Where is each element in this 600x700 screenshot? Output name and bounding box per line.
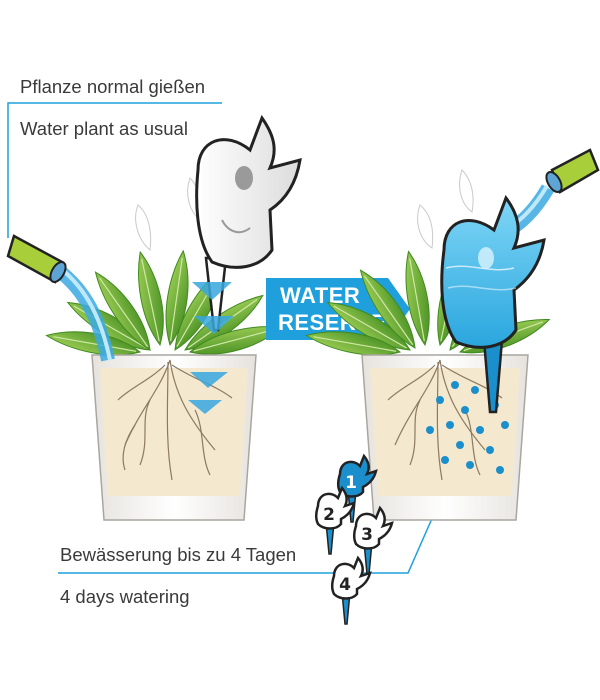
- day-marker-number: 4: [339, 575, 351, 595]
- left-water-triangles: [188, 282, 234, 414]
- day-markers: 12 3 4: [314, 453, 394, 625]
- watering-spike-icon-right: [440, 194, 546, 414]
- right-droplets: [426, 381, 509, 474]
- label-water-normally-en: Water plant as usual: [20, 118, 188, 139]
- label-watering-days-de: Bewässerung bis zu 4 Tagen: [60, 544, 297, 565]
- right-pot: [304, 148, 600, 521]
- garden-hose-icon-right: [545, 148, 600, 194]
- banner-line-1: WATER: [280, 283, 360, 308]
- right-soil: [370, 368, 520, 496]
- day-marker-number: 1: [345, 473, 357, 493]
- day-marker-number: 2: [323, 505, 335, 525]
- label-watering-days-en: 4 days watering: [60, 586, 190, 607]
- callout-line-top: [7, 102, 222, 238]
- day-marker-2: 2: [314, 485, 356, 555]
- day-marker-4: 4: [330, 555, 372, 625]
- label-water-normally-de: Pflanze normal gießen: [20, 76, 206, 97]
- garden-hose-icon-left: [6, 234, 67, 284]
- right-plant: [304, 169, 554, 363]
- left-soil: [100, 368, 248, 496]
- left-pot: [6, 114, 302, 521]
- right-roots: [387, 359, 503, 481]
- day-marker-number: 3: [361, 525, 373, 545]
- watering-spike-icon-left: [195, 114, 302, 332]
